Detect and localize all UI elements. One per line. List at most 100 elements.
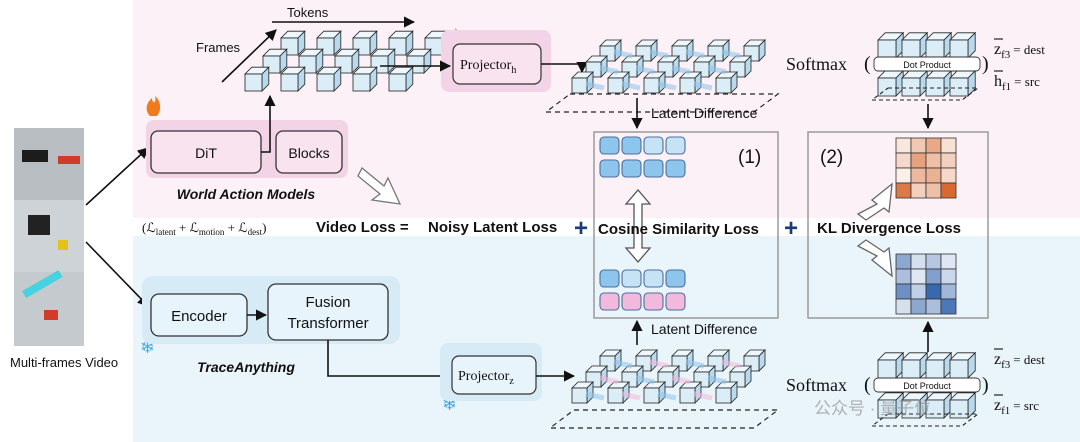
arrow-fusion-to-projector-z	[327, 340, 454, 382]
latent-difference-tokens-top	[599, 136, 686, 178]
paren-open-icon: (	[864, 374, 871, 396]
attention-heatmap-top	[895, 137, 957, 199]
latent-token	[621, 136, 642, 155]
arrow-video-to-encoder	[85, 241, 149, 307]
latent-cube	[715, 71, 738, 94]
fusion-label-line2: Transformer	[287, 315, 368, 332]
latent-plane-bottom	[548, 409, 780, 429]
heatmap-cell	[925, 283, 942, 300]
heatmap-cell	[910, 283, 927, 300]
heatmap-cell	[940, 137, 957, 154]
frames-axis-arrow	[221, 29, 277, 83]
softmax-token-cube	[949, 69, 977, 97]
softmax-top-plane	[870, 87, 980, 101]
softmax-token-cube	[901, 69, 929, 97]
heatmap-cell	[895, 182, 912, 199]
cosine-similarity-box	[593, 131, 779, 319]
latent-cube	[743, 39, 766, 62]
motion-streak	[585, 81, 605, 91]
h-f1-src-top: hf1= src	[994, 73, 1040, 93]
motion-streak	[599, 65, 619, 75]
heatmap-cell	[925, 137, 942, 154]
dot-product-top-box	[873, 56, 981, 72]
latent-plane-top	[544, 93, 780, 113]
plus-1: +	[574, 215, 588, 242]
svg-text:Projectorz: Projectorz	[458, 369, 514, 387]
token-cube	[244, 66, 270, 92]
motion-streak	[613, 49, 633, 59]
latent-difference-tokens-bottom	[599, 269, 686, 311]
paren-close-icon: )	[982, 53, 989, 75]
z-bot-sub: f3	[1001, 359, 1011, 371]
hollow-arrow-icon	[856, 182, 893, 221]
loss-latent-sub: latent	[156, 227, 176, 237]
heatmap-cell	[940, 283, 957, 300]
double-arrow-icon	[624, 189, 652, 263]
projector-h-subscript: h	[511, 65, 516, 76]
trace-anything-label: TraceAnything	[197, 359, 295, 375]
latent-token	[643, 269, 664, 288]
softmax-token-cube	[877, 351, 905, 379]
heatmap-cell	[925, 182, 942, 199]
dot-product-bottom-box	[873, 377, 981, 393]
arrow-dit-to-tokens	[261, 94, 276, 153]
latent-cube	[743, 349, 766, 372]
flame-icon	[146, 96, 161, 116]
arrow-video-to-dit	[85, 147, 149, 206]
projector-z-subscript: z	[509, 376, 514, 387]
heatmap-cell	[940, 167, 957, 184]
heatmap-cell	[910, 253, 927, 270]
token-cube	[388, 66, 414, 92]
motion-streak	[635, 65, 655, 75]
softmax-token-cube	[949, 31, 977, 59]
z-top-symbol: z	[994, 41, 1001, 58]
heatmap-cell	[910, 152, 927, 169]
token-cube	[280, 66, 306, 92]
z-f1-src-bottom: zf1= src	[994, 397, 1039, 417]
heatmap-cell	[940, 298, 957, 315]
heatmap-cell	[895, 298, 912, 315]
softmax-token-cube	[925, 31, 953, 59]
loss-open: (ℒ	[142, 220, 156, 235]
softmax-top-tokens	[877, 31, 977, 97]
heatmap-cell	[895, 283, 912, 300]
step-1-label: (1)	[738, 147, 761, 168]
latent-token	[643, 136, 664, 155]
token-cube	[316, 30, 342, 56]
blocks-box	[275, 130, 343, 174]
loss-terms: (ℒlatent + ℒmotion + ℒdest)	[142, 220, 266, 237]
motion-streak	[657, 391, 677, 401]
tokens-label: Tokens	[287, 5, 329, 20]
token-cube-grid	[244, 30, 450, 92]
latent-difference-top-label: Latent Difference	[651, 105, 758, 121]
multi-frames-video-label: Multi-frames Video	[10, 355, 118, 370]
z-bot-rhs: = dest	[1013, 352, 1045, 367]
watermark-text: 公众号 · 量子位	[814, 399, 931, 418]
heatmap-cell	[925, 298, 942, 315]
softmax-token-cube	[901, 391, 929, 419]
softmax-token-cube	[901, 351, 929, 379]
motion-streak	[621, 81, 641, 91]
z-f3-dest-bottom: zf3= dest	[994, 351, 1045, 371]
z-bot2-sub: f1	[1001, 405, 1010, 417]
latent-token	[599, 269, 620, 288]
latent-token	[665, 292, 686, 311]
latent-token	[665, 136, 686, 155]
heatmap-cell	[910, 182, 927, 199]
video-frames	[14, 128, 84, 346]
h-top-symbol: h	[994, 73, 1002, 90]
plus-2: +	[784, 215, 798, 242]
motion-streak	[671, 65, 691, 75]
heatmap-cell	[925, 268, 942, 285]
latent-token	[599, 159, 620, 178]
heatmap-cell	[940, 182, 957, 199]
attention-heatmap-bottom	[895, 253, 957, 315]
latent-cube	[715, 381, 738, 404]
hollow-arrow-icon	[856, 239, 893, 278]
heatmap-cell	[895, 253, 912, 270]
heatmap-cell	[910, 268, 927, 285]
motion-streak	[685, 49, 705, 59]
motion-streak	[585, 391, 605, 401]
projector-z-label: Projector	[458, 369, 510, 384]
